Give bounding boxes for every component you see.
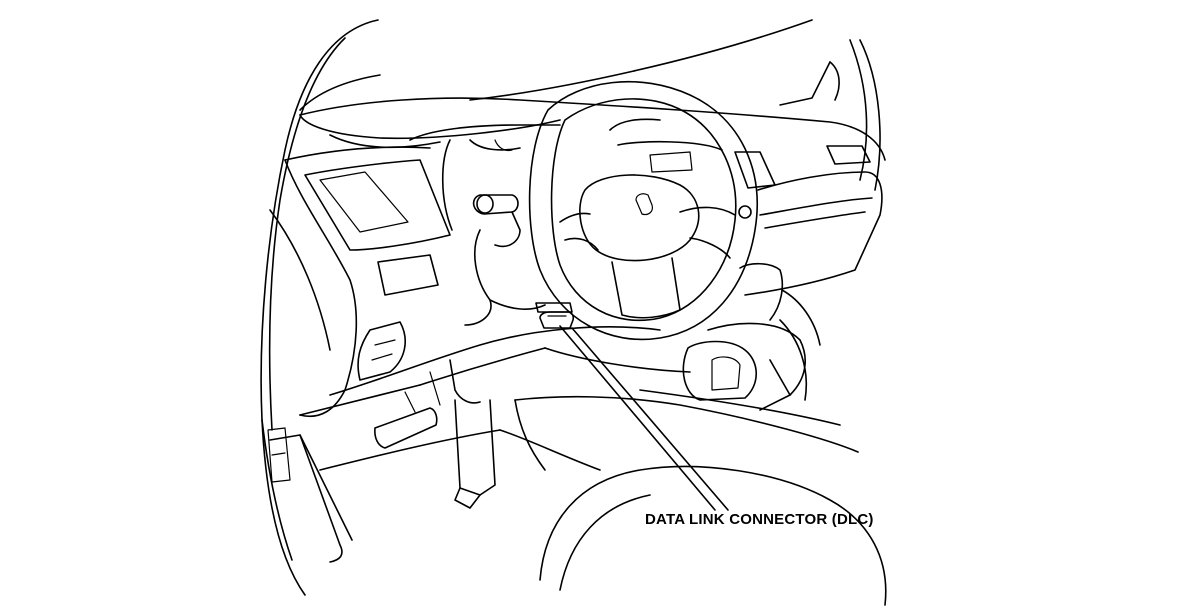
left-dashboard-panel [269, 146, 451, 417]
steering-column [464, 194, 546, 326]
dlc-connector [535, 302, 575, 329]
driver-seat [539, 465, 887, 606]
instrument-cluster [409, 118, 871, 231]
callout-label-dlc: DATA LINK CONNECTOR (DLC) [645, 511, 874, 528]
left-door-frame [260, 19, 381, 596]
callout-leader [559, 325, 729, 511]
floor [267, 389, 859, 563]
pedals [374, 371, 496, 509]
center-console [682, 171, 883, 411]
steering-wheel [528, 80, 758, 341]
windshield-and-dash-top [299, 19, 886, 191]
lower-dashboard [329, 326, 691, 404]
